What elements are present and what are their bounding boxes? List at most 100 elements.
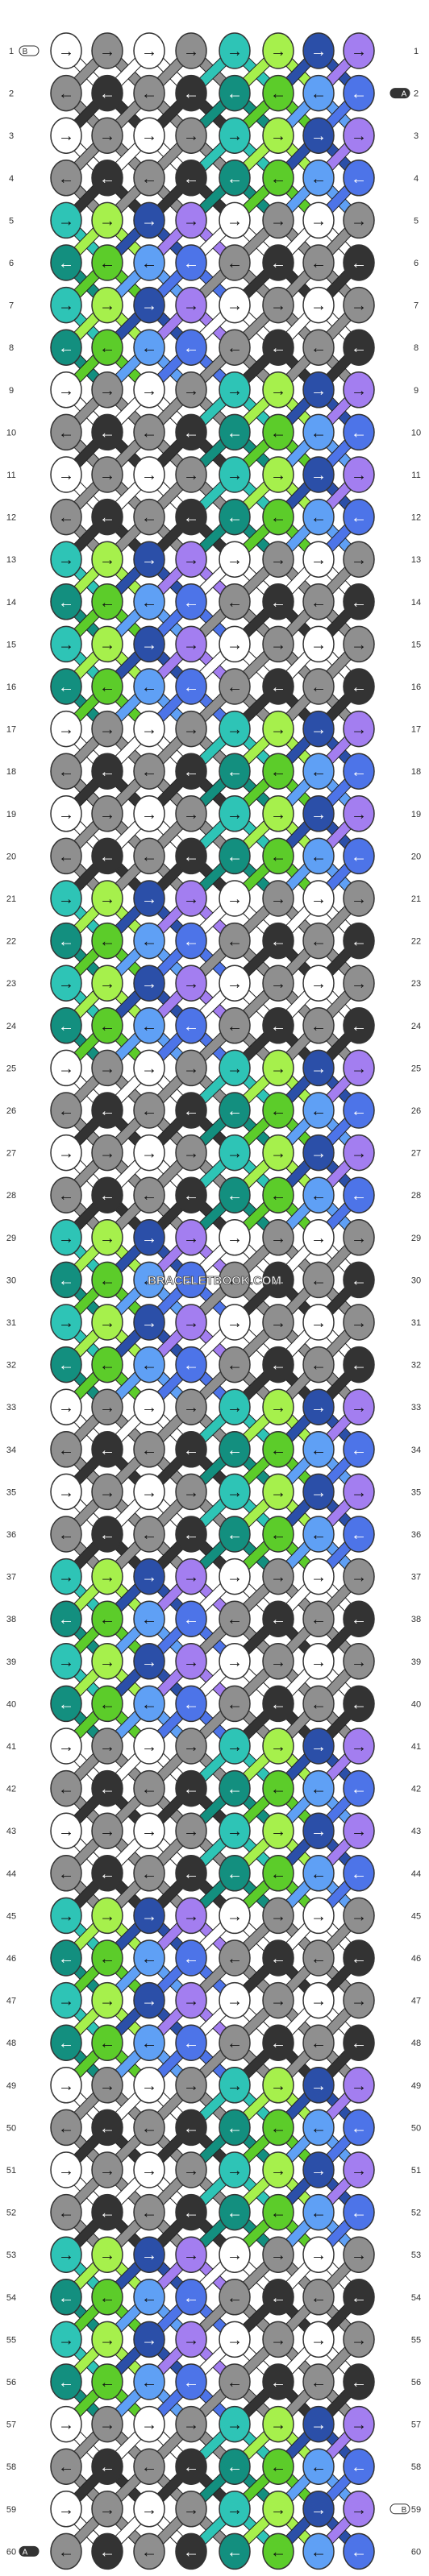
knot-white bbox=[133, 117, 165, 154]
arrow-left-icon: ← bbox=[58, 1526, 74, 1544]
arrow-right-icon: → bbox=[270, 636, 286, 653]
arrow-left-icon: ← bbox=[270, 170, 286, 188]
knot-lime bbox=[262, 1049, 294, 1087]
knot-royal-blue bbox=[175, 922, 207, 960]
knot: → bbox=[50, 2236, 82, 2273]
knot-green bbox=[262, 498, 294, 536]
knot: ← bbox=[219, 1431, 251, 1468]
knot-dark-teal bbox=[50, 1346, 82, 1383]
row-number-right: 60 bbox=[411, 2547, 421, 2557]
arrow-left-icon: ← bbox=[99, 2035, 115, 2052]
knot: ← bbox=[219, 2448, 251, 2485]
arrow-left-icon: ← bbox=[58, 1611, 74, 1628]
knot-teal bbox=[219, 456, 251, 493]
arrow-right-icon: → bbox=[183, 1569, 199, 1587]
arrow-left-icon: ← bbox=[270, 2543, 286, 2561]
knot: → bbox=[133, 2067, 165, 2104]
knot: → bbox=[302, 2236, 335, 2273]
arrow-right-icon: → bbox=[227, 2077, 243, 2095]
arrow-left-icon: ← bbox=[58, 424, 74, 442]
arrow-left-icon: ← bbox=[351, 594, 367, 612]
arrow-right-icon: → bbox=[58, 1738, 74, 1756]
row-number-right: 18 bbox=[411, 767, 421, 777]
knot-navy bbox=[302, 1049, 335, 1087]
arrow-right-icon: → bbox=[58, 1399, 74, 1417]
knot: ← bbox=[175, 1939, 207, 1977]
row-number-left: 40 bbox=[6, 1699, 16, 1709]
arrow-left-icon: ← bbox=[310, 2543, 327, 2561]
arrow-right-icon: → bbox=[99, 1823, 115, 1840]
knot: ← bbox=[343, 1431, 375, 1468]
knot: ← bbox=[219, 668, 251, 705]
knot: ← bbox=[91, 329, 123, 366]
knot-white bbox=[219, 201, 251, 239]
knot-gray bbox=[262, 541, 294, 578]
knot: → bbox=[91, 2236, 123, 2273]
knot-teal bbox=[50, 1304, 82, 1341]
knot-gray bbox=[50, 413, 82, 451]
arrow-right-icon: → bbox=[141, 467, 157, 484]
row-number-right: 2 bbox=[414, 89, 419, 99]
knot: ← bbox=[302, 1007, 335, 1044]
row-number-right: 32 bbox=[411, 1361, 421, 1371]
knot-gray bbox=[302, 244, 335, 281]
knot: ← bbox=[133, 583, 165, 620]
arrow-right-icon: → bbox=[58, 1230, 74, 1247]
row-number-left: 3 bbox=[9, 131, 14, 141]
string-end bbox=[389, 2503, 410, 2515]
arrow-left-icon: ← bbox=[351, 2458, 367, 2476]
knot-gray bbox=[175, 710, 207, 748]
knot: → bbox=[302, 456, 335, 493]
arrow-right-icon: → bbox=[310, 1483, 327, 1501]
knot: ← bbox=[262, 1855, 294, 1892]
row-number-left: 54 bbox=[6, 2293, 16, 2303]
knot: → bbox=[262, 456, 294, 493]
arrow-left-icon: ← bbox=[227, 2205, 243, 2222]
row-number-left: 4 bbox=[9, 174, 14, 184]
row-number-left: 24 bbox=[6, 1022, 16, 1031]
arrow-left-icon: ← bbox=[99, 1102, 115, 1120]
arrow-right-icon: → bbox=[183, 1483, 199, 1501]
knot: → bbox=[175, 1558, 207, 1595]
row-number-left: 55 bbox=[6, 2335, 16, 2345]
arrow-right-icon: → bbox=[270, 212, 286, 230]
arrow-left-icon: ← bbox=[227, 509, 243, 527]
knot-gray bbox=[133, 498, 165, 536]
knot-dark bbox=[91, 413, 123, 451]
knot: → bbox=[175, 795, 207, 832]
arrow-left-icon: ← bbox=[270, 85, 286, 103]
arrow-right-icon: → bbox=[270, 1145, 286, 1163]
arrow-right-icon: → bbox=[351, 2501, 367, 2519]
knot: ← bbox=[262, 1007, 294, 1044]
knot-lavender bbox=[175, 1219, 207, 1256]
arrow-left-icon: ← bbox=[270, 1357, 286, 1375]
arrow-right-icon: → bbox=[183, 551, 199, 569]
arrow-right-icon: → bbox=[141, 43, 157, 60]
knot: → bbox=[175, 2151, 207, 2188]
arrow-right-icon: → bbox=[99, 1569, 115, 1587]
knot: ← bbox=[219, 1176, 251, 1213]
knot: → bbox=[91, 1473, 123, 1511]
knot-blue bbox=[302, 753, 335, 790]
arrow-right-icon: → bbox=[141, 2162, 157, 2180]
knot: → bbox=[133, 1728, 165, 1765]
knot: ← bbox=[91, 668, 123, 705]
knot: ← bbox=[219, 1600, 251, 1637]
knot: ← bbox=[219, 160, 251, 197]
row-number-left: 7 bbox=[9, 301, 14, 311]
arrow-right-icon: → bbox=[270, 1907, 286, 1925]
knot: → bbox=[50, 795, 82, 832]
knot-white bbox=[302, 625, 335, 663]
arrow-right-icon: → bbox=[270, 1483, 286, 1501]
knot-dark-teal bbox=[50, 922, 82, 960]
knot: ← bbox=[343, 1855, 375, 1892]
arrow-left-icon: ← bbox=[310, 1187, 327, 1205]
arrow-left-icon: ← bbox=[58, 594, 74, 612]
arrow-left-icon: ← bbox=[183, 424, 199, 442]
string-end bbox=[389, 88, 410, 99]
row-number-right: 43 bbox=[411, 1827, 421, 1836]
knot-royal-blue bbox=[175, 668, 207, 705]
arrow-left-icon: ← bbox=[270, 678, 286, 696]
knot: → bbox=[262, 795, 294, 832]
arrow-right-icon: → bbox=[310, 2331, 327, 2349]
